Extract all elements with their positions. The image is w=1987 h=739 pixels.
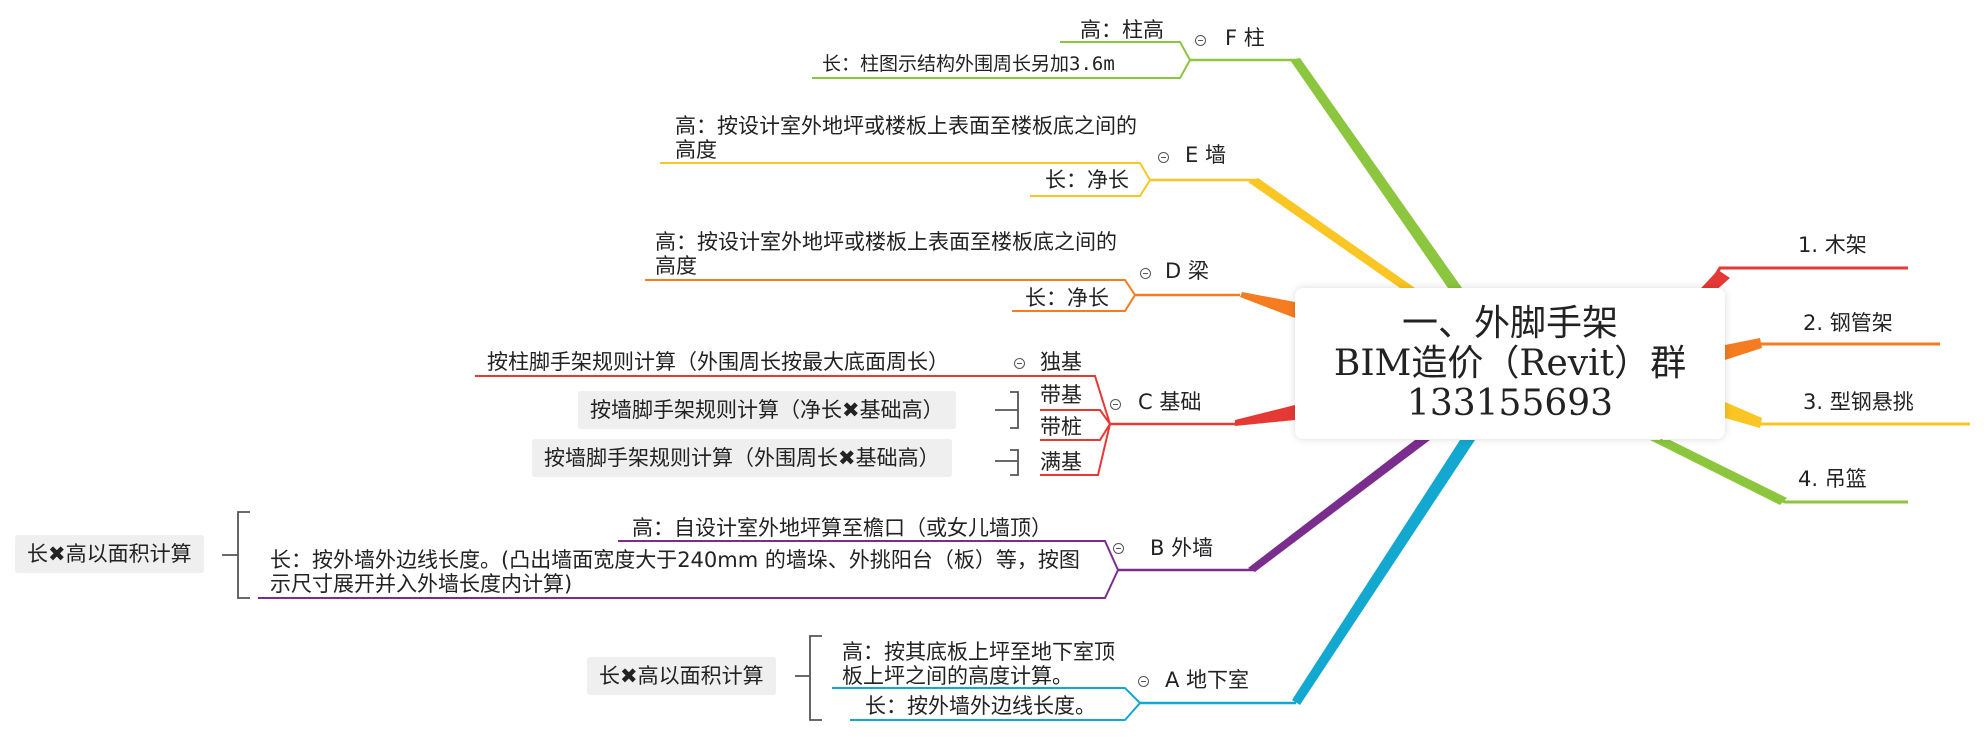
B-height-note: 高：自设计室外地坪算至檐口（或女儿墙顶） xyxy=(632,516,1052,540)
C-dujin[interactable]: 独基 xyxy=(1040,350,1082,374)
E-height-note: 高：按设计室外地坪或楼板上表面至楼板底之间的高度 xyxy=(675,114,1137,162)
central-topic-line2: BIM造价（Revit）群 xyxy=(1333,342,1687,384)
branch-C-wedge xyxy=(1235,405,1295,426)
collapse-toggle-icon[interactable] xyxy=(1195,35,1206,46)
F-height-note: 高：柱高 xyxy=(1080,18,1164,42)
collapse-toggle-icon[interactable] xyxy=(1138,676,1149,687)
branch-right-3-wedge xyxy=(1725,402,1762,428)
C-dujin-note: 按柱脚手架规则计算（外围周长按最大底面周长） xyxy=(487,350,949,374)
branch-A-sub xyxy=(832,687,1141,721)
B-length-note: 长：按外墙外边线长度。(凸出墙面宽度大于240mm 的墙垛、外挑阳台（板）等，按… xyxy=(270,548,1080,596)
A-summary: 长✖高以面积计算 xyxy=(587,657,776,695)
D-length-note: 长：净长 xyxy=(1025,286,1109,310)
topic-B-exterior-wall[interactable]: B 外墙 xyxy=(1150,536,1214,560)
branch-E-sub xyxy=(660,162,1151,197)
branch-A-wedge xyxy=(1292,440,1475,705)
branch-right-2-wedge xyxy=(1725,338,1762,360)
collapse-toggle-icon[interactable] xyxy=(1158,152,1169,163)
topic-C-foundation[interactable]: C 基础 xyxy=(1138,390,1202,414)
topic-A-basement[interactable]: A 地下室 xyxy=(1165,668,1250,692)
collapse-toggle-icon[interactable] xyxy=(1110,399,1121,410)
branch-right-4 xyxy=(1659,438,1908,504)
branch-C-sub xyxy=(475,375,1111,476)
topic-F-column[interactable]: F 柱 xyxy=(1225,26,1265,50)
C-daiji[interactable]: 带基 xyxy=(1040,383,1082,407)
branch-right-4-wedge xyxy=(1650,440,1787,505)
central-topic[interactable]: 一、外脚手架 BIM造价（Revit）群 133155693 xyxy=(1295,288,1725,439)
collapse-toggle-icon[interactable] xyxy=(1113,543,1124,554)
branch-right-1 xyxy=(1698,266,1908,301)
central-topic-line3: 133155693 xyxy=(1406,382,1614,424)
C-daizhuang[interactable]: 带桩 xyxy=(1040,415,1082,439)
topic-E-wall[interactable]: E 墙 xyxy=(1185,143,1226,167)
collapse-toggle-icon[interactable] xyxy=(1140,268,1151,279)
A-length-note: 长：按外墙外边线长度。 xyxy=(865,694,1096,718)
topic-right-2[interactable]: 2. 钢管架 xyxy=(1803,311,1893,335)
D-height-note: 高：按设计室外地坪或楼板上表面至楼板底之间的高度 xyxy=(655,230,1117,278)
B-summary: 长✖高以面积计算 xyxy=(15,535,204,573)
topic-right-1[interactable]: 1. 木架 xyxy=(1798,233,1867,257)
C-note-net-length: 按墙脚手架规则计算（净长✖基础高） xyxy=(578,391,956,429)
E-length-note: 长：净长 xyxy=(1045,168,1129,192)
branch-D-wedge xyxy=(1240,292,1295,318)
branch-B-sub xyxy=(258,540,1119,599)
bracket-C-a xyxy=(995,391,1019,429)
C-note-perimeter: 按墙脚手架规则计算（外围周长✖基础高） xyxy=(532,439,952,477)
branch-F-sub xyxy=(812,41,1191,79)
central-topic-line1: 一、外脚手架 xyxy=(1401,302,1618,344)
topic-right-3[interactable]: 3. 型钢悬挑 xyxy=(1803,390,1914,414)
topic-D-beam[interactable]: D 梁 xyxy=(1165,259,1209,283)
bracket-B xyxy=(222,511,250,599)
bracket-C-b xyxy=(995,449,1019,476)
branch-F-wedge xyxy=(1290,58,1462,288)
C-mangji[interactable]: 满基 xyxy=(1040,450,1082,474)
F-length-note: 长：柱图示结构外围周长另加3.6m xyxy=(822,53,1115,75)
branch-D-sub xyxy=(645,279,1136,312)
bracket-C-c xyxy=(1028,392,1040,410)
branch-E-wedge xyxy=(1248,178,1415,288)
branch-B-wedge xyxy=(1248,440,1430,572)
bracket-A xyxy=(795,635,822,721)
topic-right-4[interactable]: 4. 吊篮 xyxy=(1798,467,1867,491)
collapse-toggle-icon[interactable] xyxy=(1014,358,1025,369)
A-height-note: 高：按其底板上坪至地下室顶板上坪之间的高度计算。 xyxy=(842,640,1115,688)
